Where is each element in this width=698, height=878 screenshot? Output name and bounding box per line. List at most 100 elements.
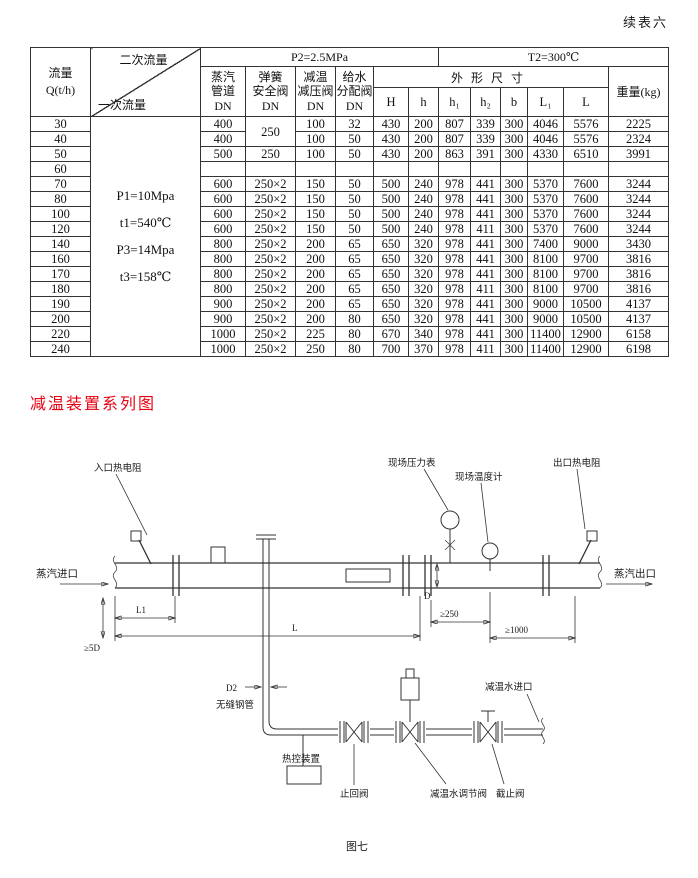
header-safety-valve-dn: 弹簧 安全阀 DN bbox=[245, 66, 296, 117]
cell-H: 650 bbox=[373, 296, 409, 312]
dim-L1-label: L1 bbox=[136, 605, 146, 615]
cell-dist-dn: 32 bbox=[335, 116, 374, 132]
cell-safety-dn: 250×2 bbox=[245, 341, 296, 357]
cell-L1: 4046 bbox=[527, 116, 564, 132]
cell-flow: 160 bbox=[30, 251, 91, 267]
cell-weight: 3244 bbox=[607, 191, 670, 207]
cell-steam-dn: 600 bbox=[200, 221, 246, 237]
cell-L: 5576 bbox=[563, 131, 609, 147]
cell-weight: 6158 bbox=[607, 326, 670, 342]
header-weight: 重量(kg) bbox=[607, 66, 670, 117]
section-title: 减温装置系列图 bbox=[30, 396, 157, 413]
cell-safety-dn: 250 bbox=[245, 146, 296, 162]
header-reduce-valve-dn: 减温 减压阀 DN bbox=[295, 66, 336, 117]
header-outline-dims: 外形尺寸 bbox=[373, 66, 609, 88]
inlet-rtd-label: 入口热电阻 bbox=[94, 462, 142, 474]
cell-h1: 978 bbox=[438, 236, 471, 252]
cell-weight bbox=[607, 161, 670, 177]
pressure-gauge-icon bbox=[440, 510, 460, 530]
cell-weight: 3816 bbox=[607, 281, 670, 297]
cell-b: 300 bbox=[500, 221, 528, 237]
cell-b: 300 bbox=[500, 341, 528, 357]
cell-L1: 8100 bbox=[527, 251, 564, 267]
cell-L: 12900 bbox=[563, 326, 609, 342]
cell-reduce-dn: 150 bbox=[295, 206, 336, 222]
cell-flow: 240 bbox=[30, 341, 91, 357]
header-row-1: 流量 Q(t/h) 二次流量 一次流量 P2=2.5MPa T2=300℃ bbox=[30, 47, 670, 117]
cell-dist-dn: 50 bbox=[335, 131, 374, 147]
cell-H: 500 bbox=[373, 176, 409, 192]
cell-safety-dn: 250×2 bbox=[245, 251, 296, 267]
header-row-2: 蒸汽 管道 DN 弹簧 安全阀 DN 减温 减压阀 DN 给水 分配阀 DN 外… bbox=[31, 66, 670, 117]
cell-h2: 441 bbox=[470, 206, 501, 222]
cell-reduce-dn: 150 bbox=[295, 221, 336, 237]
cell-h1: 978 bbox=[438, 296, 471, 312]
cell-dist-dn bbox=[335, 161, 374, 177]
check-valve-label: 止回阀 bbox=[340, 788, 369, 800]
cell-H: 430 bbox=[373, 131, 409, 147]
cell-L1: 5370 bbox=[527, 191, 564, 207]
cell-H: 650 bbox=[373, 251, 409, 267]
dim-D2-label: D2 bbox=[226, 683, 237, 693]
cell-h1: 863 bbox=[438, 146, 471, 162]
diagram-labels: 入口热电阻 现场压力表 现场温度计 出口热电阻 蒸汽进口 蒸汽出口 L1 L ≥… bbox=[36, 457, 656, 853]
param-p1: P1=10Mpa bbox=[116, 188, 175, 203]
cell-weight: 6198 bbox=[607, 341, 670, 357]
cell-H: 430 bbox=[373, 146, 409, 162]
cell-L1: 5370 bbox=[527, 206, 564, 222]
header-dim-H: H bbox=[373, 87, 409, 117]
cell-H: 650 bbox=[373, 236, 409, 252]
cell-dist-dn: 50 bbox=[335, 146, 374, 162]
cell-dist-dn: 50 bbox=[335, 221, 374, 237]
continuation-label: 续表六 bbox=[622, 15, 668, 30]
cell-h1: 978 bbox=[438, 341, 471, 357]
control-device-label: 热控装置 bbox=[282, 753, 320, 765]
cell-h: 320 bbox=[408, 236, 439, 252]
cell-h1: 978 bbox=[438, 176, 471, 192]
regulating-valve-icon bbox=[401, 721, 419, 743]
cell-flow: 220 bbox=[30, 326, 91, 342]
cell-safety-dn: 250×2 bbox=[245, 221, 296, 237]
cell-h: 320 bbox=[408, 266, 439, 282]
cell-dist-dn: 50 bbox=[335, 206, 374, 222]
cell-L: 12900 bbox=[563, 341, 609, 357]
stop-valve-label: 截止阀 bbox=[496, 788, 525, 800]
cell-h2: 411 bbox=[470, 221, 501, 237]
cell-h1: 978 bbox=[438, 191, 471, 207]
cell-steam-dn: 400 bbox=[200, 131, 246, 147]
cell-weight: 2324 bbox=[607, 131, 670, 147]
cell-b: 300 bbox=[500, 206, 528, 222]
cell-H: 700 bbox=[373, 341, 409, 357]
cell-safety-dn: 250×2 bbox=[245, 191, 296, 207]
cell-steam-dn: 1000 bbox=[200, 326, 246, 342]
cell-h: 200 bbox=[408, 131, 439, 147]
cell-reduce-dn: 150 bbox=[295, 176, 336, 192]
cell-flow: 120 bbox=[30, 221, 91, 237]
cell-b: 300 bbox=[500, 251, 528, 267]
cell-h: 200 bbox=[408, 116, 439, 132]
cell-dist-dn: 65 bbox=[335, 296, 374, 312]
outlet-rtd-label: 出口热电阻 bbox=[553, 457, 601, 469]
steam-outlet-label: 蒸汽出口 bbox=[614, 567, 656, 580]
cell-steam-dn: 600 bbox=[200, 176, 246, 192]
cell-safety-dn bbox=[245, 161, 296, 177]
cell-h1: 978 bbox=[438, 326, 471, 342]
cell-reduce-dn: 250 bbox=[295, 341, 336, 357]
cell-steam-dn: 400 bbox=[200, 116, 246, 132]
cell-h: 370 bbox=[408, 341, 439, 357]
cell-flow: 70 bbox=[30, 176, 91, 192]
cell-b: 300 bbox=[500, 281, 528, 297]
cell-h2: 441 bbox=[470, 296, 501, 312]
cell-reduce-dn: 100 bbox=[295, 116, 336, 132]
cell-L1: 9000 bbox=[527, 311, 564, 327]
cell-h: 240 bbox=[408, 191, 439, 207]
cell-h: 240 bbox=[408, 176, 439, 192]
cell-L1: 4330 bbox=[527, 146, 564, 162]
